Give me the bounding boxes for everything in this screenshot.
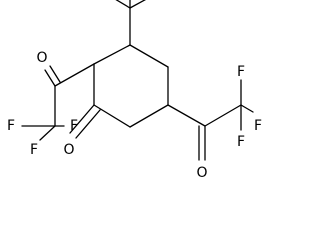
ring-bond (129, 44, 169, 68)
left-fluorine-label: F (70, 118, 78, 134)
left-fluorine-label: F (7, 118, 15, 134)
right-trifluoroacetyl-group: O F F F (167, 64, 262, 181)
cyclohexane-ring (93, 44, 169, 128)
left-trifluoroacetyl-group: O F F F (7, 50, 95, 158)
ring-carbonyl: O (63, 104, 101, 158)
right-cf3-bond (204, 104, 242, 127)
left-fluorine-label: F (30, 142, 38, 158)
ring-carbonyl-bond (69, 104, 95, 134)
left-cf-bond (39, 125, 56, 141)
right-fluorine-label: F (237, 64, 245, 80)
canvas-background (0, 0, 268, 225)
tert-butyl-group (115, 0, 147, 46)
left-carbonyl-bond (49, 65, 61, 83)
left-oxygen-label: O (36, 50, 47, 66)
ring-bond (93, 44, 131, 65)
right-acyl-bond (167, 104, 206, 127)
ring-carbonyl-bond (75, 109, 101, 139)
ring-oxygen-label: O (63, 142, 74, 158)
left-carbonyl-bond (44, 69, 56, 87)
tbutyl-methyl-bond (115, 0, 131, 9)
right-fluorine-label: F (254, 118, 262, 134)
ring-bond (129, 104, 169, 128)
ring-bond (93, 104, 131, 128)
right-cf-bond (240, 104, 254, 113)
tbutyl-methyl-bond (129, 0, 147, 9)
right-oxygen-label: O (196, 165, 207, 181)
right-fluorine-label: F (237, 134, 245, 150)
left-acyl-bond (54, 63, 95, 87)
molecule-structure: O O F F F O F F F (0, 0, 268, 225)
